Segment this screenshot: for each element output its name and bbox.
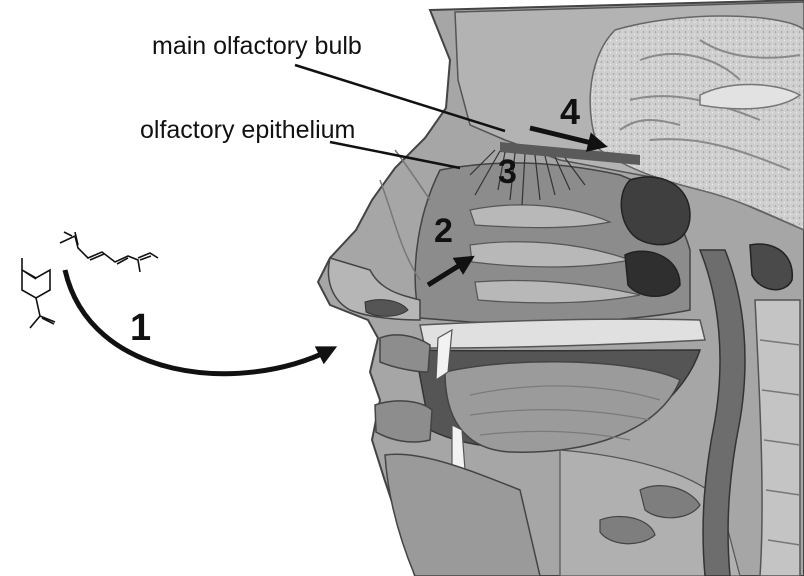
cervical-spine: [755, 300, 800, 576]
lower-lip: [375, 401, 432, 442]
olfactory-epithelium-label: olfactory epithelium: [140, 118, 355, 143]
arrow-step-1: [65, 270, 330, 374]
step-4-number: 4: [560, 94, 580, 130]
limonene-molecule-icon: [22, 258, 55, 328]
step-3-number: 3: [498, 155, 517, 189]
step-2-number: 2: [434, 214, 453, 248]
head-sagittal-section-illustration: [318, 0, 804, 576]
main-olfactory-bulb-label: main olfactory bulb: [152, 34, 362, 59]
step-1-number: 1: [130, 309, 151, 347]
myrcene-molecule-icon: [60, 232, 158, 272]
